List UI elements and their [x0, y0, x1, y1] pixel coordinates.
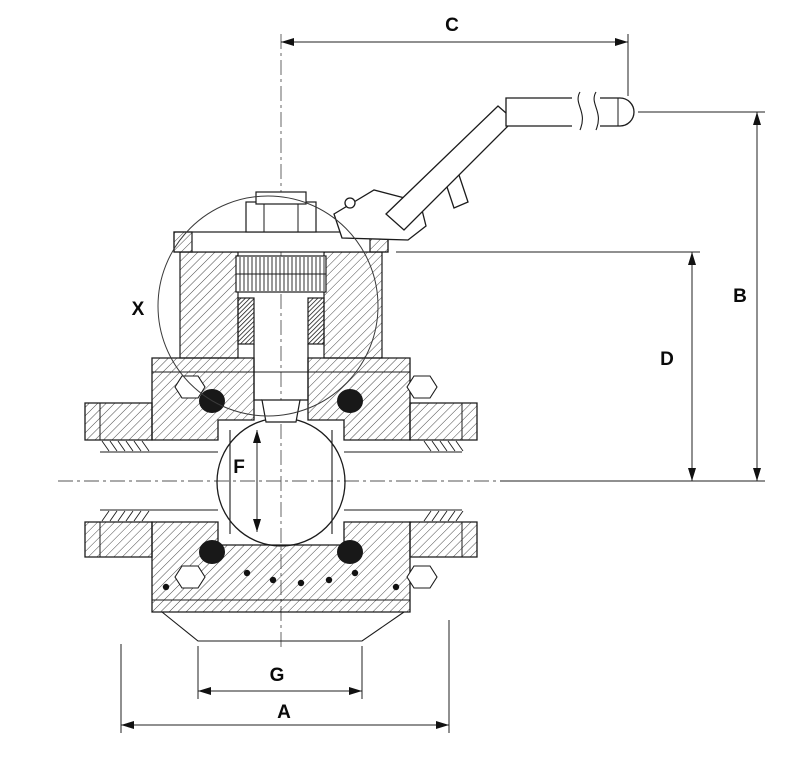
dim-f-arrow-bottom [253, 519, 261, 532]
dim-label-g: G [270, 665, 285, 686]
dimension-d [396, 251, 700, 481]
dot [297, 579, 305, 587]
dim-label-d: D [660, 349, 674, 370]
dim-g-arrow-right [349, 687, 362, 695]
dim-label-f: F [233, 457, 245, 478]
handle-grip [505, 97, 635, 127]
flange-bolts [174, 375, 438, 589]
gland-knurl-serrations [239, 257, 325, 291]
dot [351, 569, 359, 577]
dot [243, 569, 251, 577]
stem-packing-right [307, 297, 325, 345]
dot [392, 583, 400, 591]
seat-seal-bottom-left [199, 540, 225, 564]
handle-arm [385, 105, 515, 231]
dim-label-a: A [277, 702, 291, 723]
left-union-top [84, 402, 153, 441]
dim-label-b: B [733, 286, 747, 307]
dim-c-arrow-right [615, 38, 628, 46]
dim-a-arrow-left [121, 721, 134, 729]
seat-faces [229, 430, 333, 534]
dim-a-arrow-right [436, 721, 449, 729]
bolt-top-right [406, 375, 438, 399]
dimension-labels: C B D X F G A [132, 15, 747, 723]
dim-c-arrow-left [281, 38, 294, 46]
dot [162, 583, 170, 591]
stem-packing-left [237, 297, 255, 345]
dim-g-arrow-left [198, 687, 211, 695]
valve-body [84, 357, 478, 642]
dim-label-c: C [445, 15, 459, 36]
dim-d-arrow-top [688, 252, 696, 265]
dimension-f [253, 430, 261, 532]
stem-tip [261, 399, 301, 423]
detail-circle [157, 195, 379, 417]
union-step-lines [99, 403, 463, 557]
bolt-bottom-left [174, 565, 206, 589]
bonnet-left [179, 251, 239, 359]
bonnet-right [323, 251, 383, 359]
right-union-bottom [409, 521, 478, 558]
bolt-bottom-right [406, 565, 438, 589]
bore-lines [100, 451, 462, 511]
stem-nut [245, 201, 317, 233]
dimensions [120, 34, 765, 733]
handle-break-line-1 [577, 91, 583, 131]
dimension-c [281, 34, 629, 96]
dot [269, 576, 277, 584]
dimension-b [500, 111, 765, 482]
thread-ticks-right [423, 440, 464, 522]
dim-f-arrow-top [253, 430, 261, 443]
dim-d-arrow-bottom [688, 468, 696, 481]
handle-break-gap [572, 94, 600, 130]
seat-seal-top-right [337, 389, 363, 413]
mounting-plate-cap-left [173, 231, 193, 253]
stem-assembly [173, 191, 389, 423]
right-union-top [409, 402, 478, 441]
dimension-a [120, 620, 450, 733]
dot [325, 576, 333, 584]
left-union-bottom [84, 521, 153, 558]
bolt-top-left [174, 375, 206, 399]
dimension-g [197, 646, 363, 699]
detail-label-x: X [132, 299, 145, 320]
section-dots [162, 569, 400, 591]
stem-cap [255, 191, 307, 205]
handle [333, 91, 635, 241]
thread-ticks-left [101, 440, 150, 522]
centerlines [58, 34, 500, 648]
dim-b-arrow-bottom [753, 468, 761, 481]
handle-break-line-2 [593, 91, 599, 131]
stem-nut-facets [263, 202, 299, 232]
bottom-port-outline [161, 611, 405, 642]
dim-b-arrow-top [753, 112, 761, 125]
handle-hub-screw [344, 197, 356, 209]
seat-seal-bottom-right [337, 540, 363, 564]
stem-shaft [253, 344, 309, 401]
